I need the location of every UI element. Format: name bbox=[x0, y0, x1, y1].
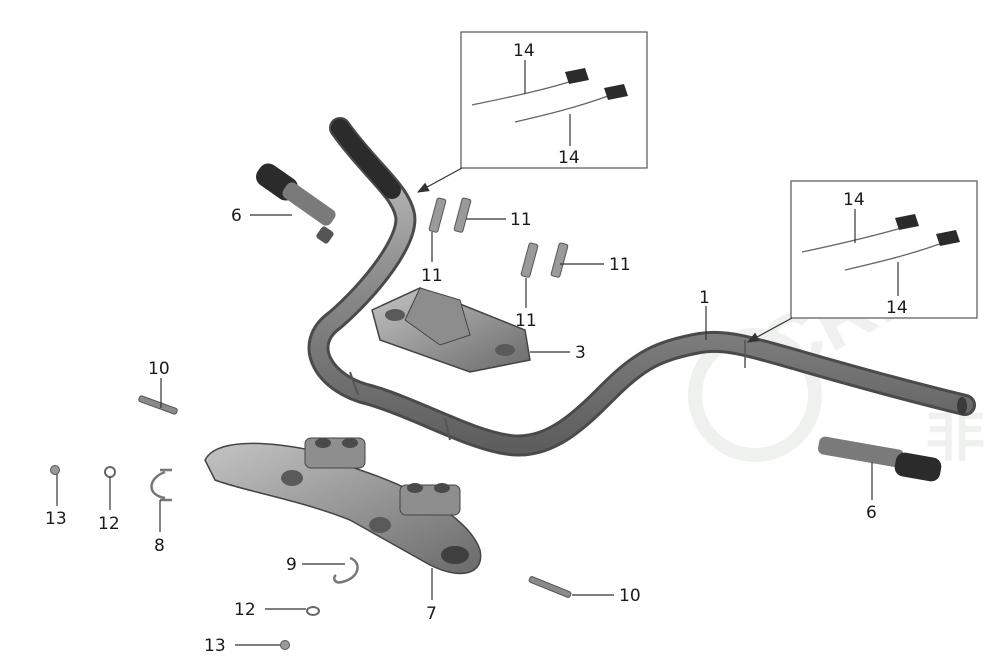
callout-7: 7 bbox=[426, 604, 437, 624]
callout-14-top-b: 14 bbox=[558, 148, 580, 168]
top-cable-box bbox=[416, 31, 648, 193]
callout-14-top-a: 14 bbox=[513, 41, 535, 61]
callout-1: 1 bbox=[699, 288, 710, 308]
callout-11-d: 11 bbox=[609, 255, 631, 275]
top-yoke bbox=[204, 437, 482, 575]
callout-10-left: 10 bbox=[148, 359, 170, 379]
callout-12-left: 12 bbox=[98, 514, 120, 534]
callout-13-left: 13 bbox=[45, 509, 67, 529]
callout-12-bottom: 12 bbox=[234, 600, 256, 620]
right-grip bbox=[818, 436, 942, 482]
left-hardware bbox=[50, 395, 178, 502]
callout-9: 9 bbox=[286, 555, 297, 575]
callout-3: 3 bbox=[575, 343, 586, 363]
right-cable-box bbox=[746, 180, 978, 343]
callout-13-bottom: 13 bbox=[204, 636, 226, 656]
callout-labels: 1 3 6 6 7 8 9 10 10 11 11 11 11 12 12 13… bbox=[45, 41, 908, 656]
bottom-hardware bbox=[280, 556, 572, 650]
callout-8: 8 bbox=[154, 536, 165, 556]
handlebar-clamp bbox=[371, 287, 531, 373]
callout-11-b: 11 bbox=[421, 266, 443, 286]
callout-11-c: 11 bbox=[515, 311, 537, 331]
leader-lines bbox=[56, 60, 899, 646]
callout-6-left: 6 bbox=[231, 206, 242, 226]
callout-14-right-a: 14 bbox=[843, 190, 865, 210]
handlebar bbox=[307, 117, 976, 457]
clamp-bolts bbox=[428, 197, 569, 278]
callout-14-right-b: 14 bbox=[886, 298, 908, 318]
callout-6-right: 6 bbox=[866, 503, 877, 523]
callout-10-right: 10 bbox=[619, 586, 641, 606]
left-grip bbox=[256, 163, 336, 244]
callout-11-a: 11 bbox=[510, 210, 532, 230]
